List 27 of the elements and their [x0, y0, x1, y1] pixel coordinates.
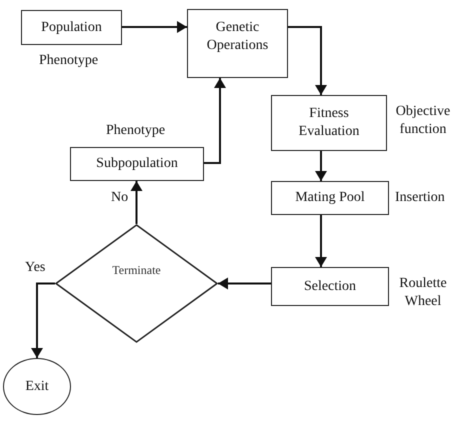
- annotation-text: Objective function: [394, 103, 452, 139]
- arrow: [130, 181, 142, 224]
- annotation-text: Insertion: [395, 189, 445, 207]
- process-box: [271, 95, 387, 151]
- node-label: Selection: [304, 278, 356, 296]
- node-label: Fitness Evaluation: [298, 105, 360, 141]
- arrow: [218, 278, 271, 290]
- process-box: [271, 267, 389, 306]
- process-box: [271, 181, 389, 215]
- annotation-text: Roulette Wheel: [398, 275, 448, 311]
- process-box: [70, 147, 204, 181]
- node-label: Subpopulation: [96, 155, 178, 173]
- arrow: [315, 215, 327, 267]
- annotation-text: Phenotype: [106, 122, 166, 140]
- arrow: [31, 282, 55, 358]
- node-label: Genetic Operations: [206, 18, 270, 54]
- process-box: [21, 10, 122, 45]
- node-label: Population: [41, 18, 102, 36]
- node-label: Exit: [25, 378, 49, 396]
- arrow: [288, 26, 327, 95]
- node-label: Terminate: [112, 262, 161, 278]
- annotation-text: Phenotype: [39, 52, 98, 70]
- arrow: [122, 21, 187, 33]
- arrow: [315, 151, 327, 181]
- process-box: [187, 9, 288, 78]
- node-label: Mating Pool: [295, 189, 365, 207]
- arrow: [204, 78, 226, 164]
